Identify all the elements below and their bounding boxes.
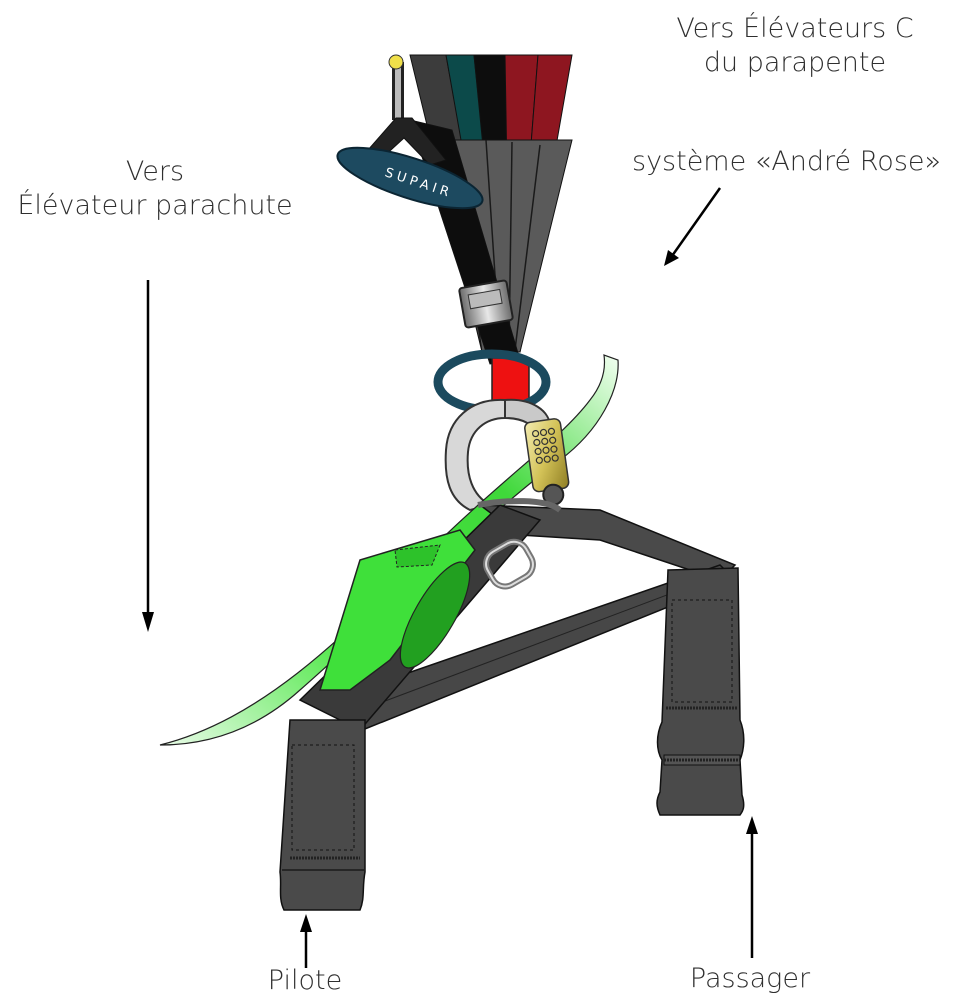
arrow-up-icon bbox=[746, 816, 758, 958]
risers-label-line2: du parapente bbox=[660, 46, 930, 80]
red-tab bbox=[492, 358, 529, 402]
reserve-label: Vers Élévateur parachute bbox=[5, 155, 305, 223]
pilot-label: Pilote bbox=[230, 964, 380, 998]
reserve-label-line1: Vers bbox=[5, 155, 305, 189]
system-label: système «André Rose» bbox=[632, 145, 941, 179]
arrow-down-icon bbox=[142, 280, 154, 632]
pilot-leg-strap bbox=[280, 720, 365, 910]
reserve-label-line2: Élévateur parachute bbox=[5, 189, 305, 223]
risers-label-line1: Vers Élévateurs C bbox=[660, 12, 930, 46]
riser-fan bbox=[410, 55, 572, 364]
passenger-leg-strap bbox=[657, 568, 744, 815]
risers-label: Vers Élévateurs C du parapente bbox=[660, 12, 930, 80]
passenger-label: Passager bbox=[660, 962, 840, 996]
buckle bbox=[459, 280, 513, 328]
arrow-up-icon bbox=[300, 914, 312, 968]
arrow-diagonal-icon bbox=[664, 188, 720, 266]
